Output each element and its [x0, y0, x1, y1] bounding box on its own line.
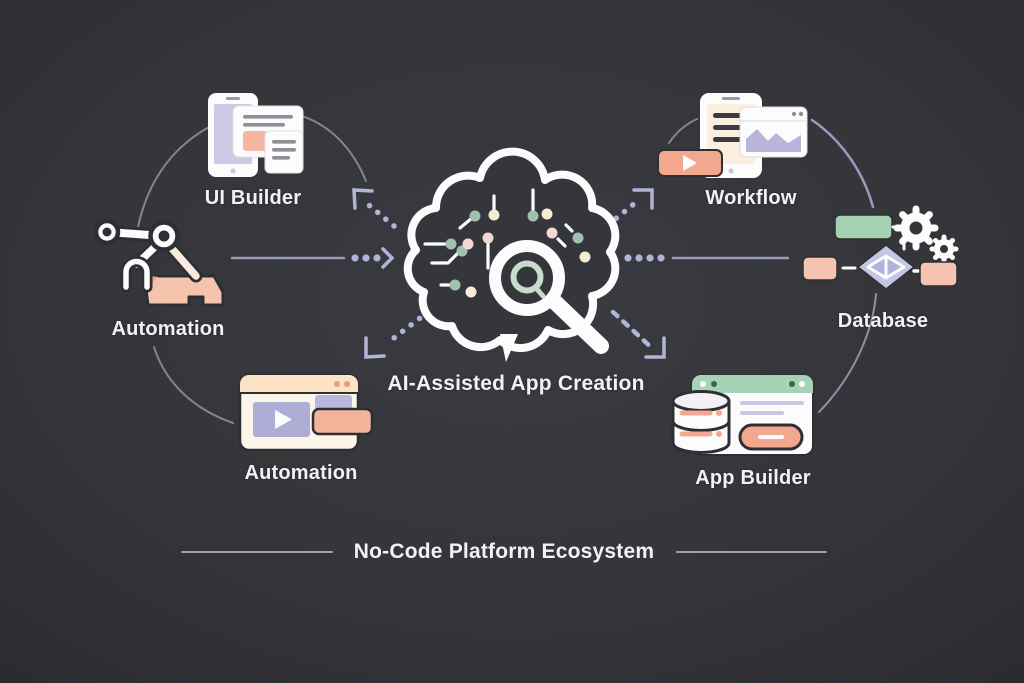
pill-button	[738, 423, 804, 451]
label-database: Database	[837, 310, 929, 332]
arc-workflow-to-database	[810, 118, 875, 209]
phone-cards-icon	[208, 93, 304, 177]
arrow-center-to-workflow	[605, 188, 654, 228]
browser-db-icon	[671, 374, 814, 456]
play-triangle	[275, 410, 292, 429]
arrowhead-down-left	[364, 336, 386, 359]
arrow-center-to-automation-bottom	[364, 309, 431, 359]
arrow-center-to-uibuilder	[352, 188, 397, 229]
browser-chart-window	[739, 106, 808, 158]
database-cylinder-icon	[671, 390, 731, 454]
brain-circuits	[423, 188, 591, 298]
decision-diamond	[856, 244, 916, 290]
arrow-automation-to-center	[230, 247, 395, 269]
arc-database-to-appbuilder	[818, 293, 877, 413]
gear-large-icon	[893, 205, 939, 251]
arc-into-workflow	[668, 118, 698, 144]
phone-chart-play-icon	[657, 93, 808, 178]
flowchart-gears-icon	[802, 205, 959, 290]
center-arrows	[230, 188, 790, 359]
robot-arm-icon	[93, 218, 225, 307]
browser-video-icon	[238, 373, 374, 452]
label-ui-builder: UI Builder	[204, 187, 302, 209]
play-button	[657, 149, 723, 177]
arrowhead-down-right	[644, 336, 666, 359]
magnifier-lens-ring	[510, 260, 544, 294]
brain-stem	[500, 334, 518, 362]
line-center-to-database	[624, 254, 790, 262]
diagram-title: No-Code Platform Ecosystem	[353, 540, 655, 563]
magnifier-icon	[489, 240, 609, 354]
label-workflow: Workflow	[705, 187, 797, 209]
arrow-center-to-appbuilder	[610, 309, 666, 359]
arc-automation-to-automation-bottom	[153, 346, 234, 424]
label-automation-left: Automation	[111, 318, 225, 340]
label-app-builder: App Builder	[695, 467, 811, 489]
arrowhead-up-left	[352, 188, 374, 210]
arrowhead-right	[381, 247, 395, 269]
arrowhead-up-right	[632, 188, 654, 210]
label-automation-bottom: Automation	[244, 462, 358, 484]
center-label: AI-Assisted App Creation	[387, 372, 645, 395]
mountain-chart	[746, 129, 801, 152]
gear-small-icon	[929, 234, 959, 264]
brain-magnifier-icon	[403, 147, 620, 362]
